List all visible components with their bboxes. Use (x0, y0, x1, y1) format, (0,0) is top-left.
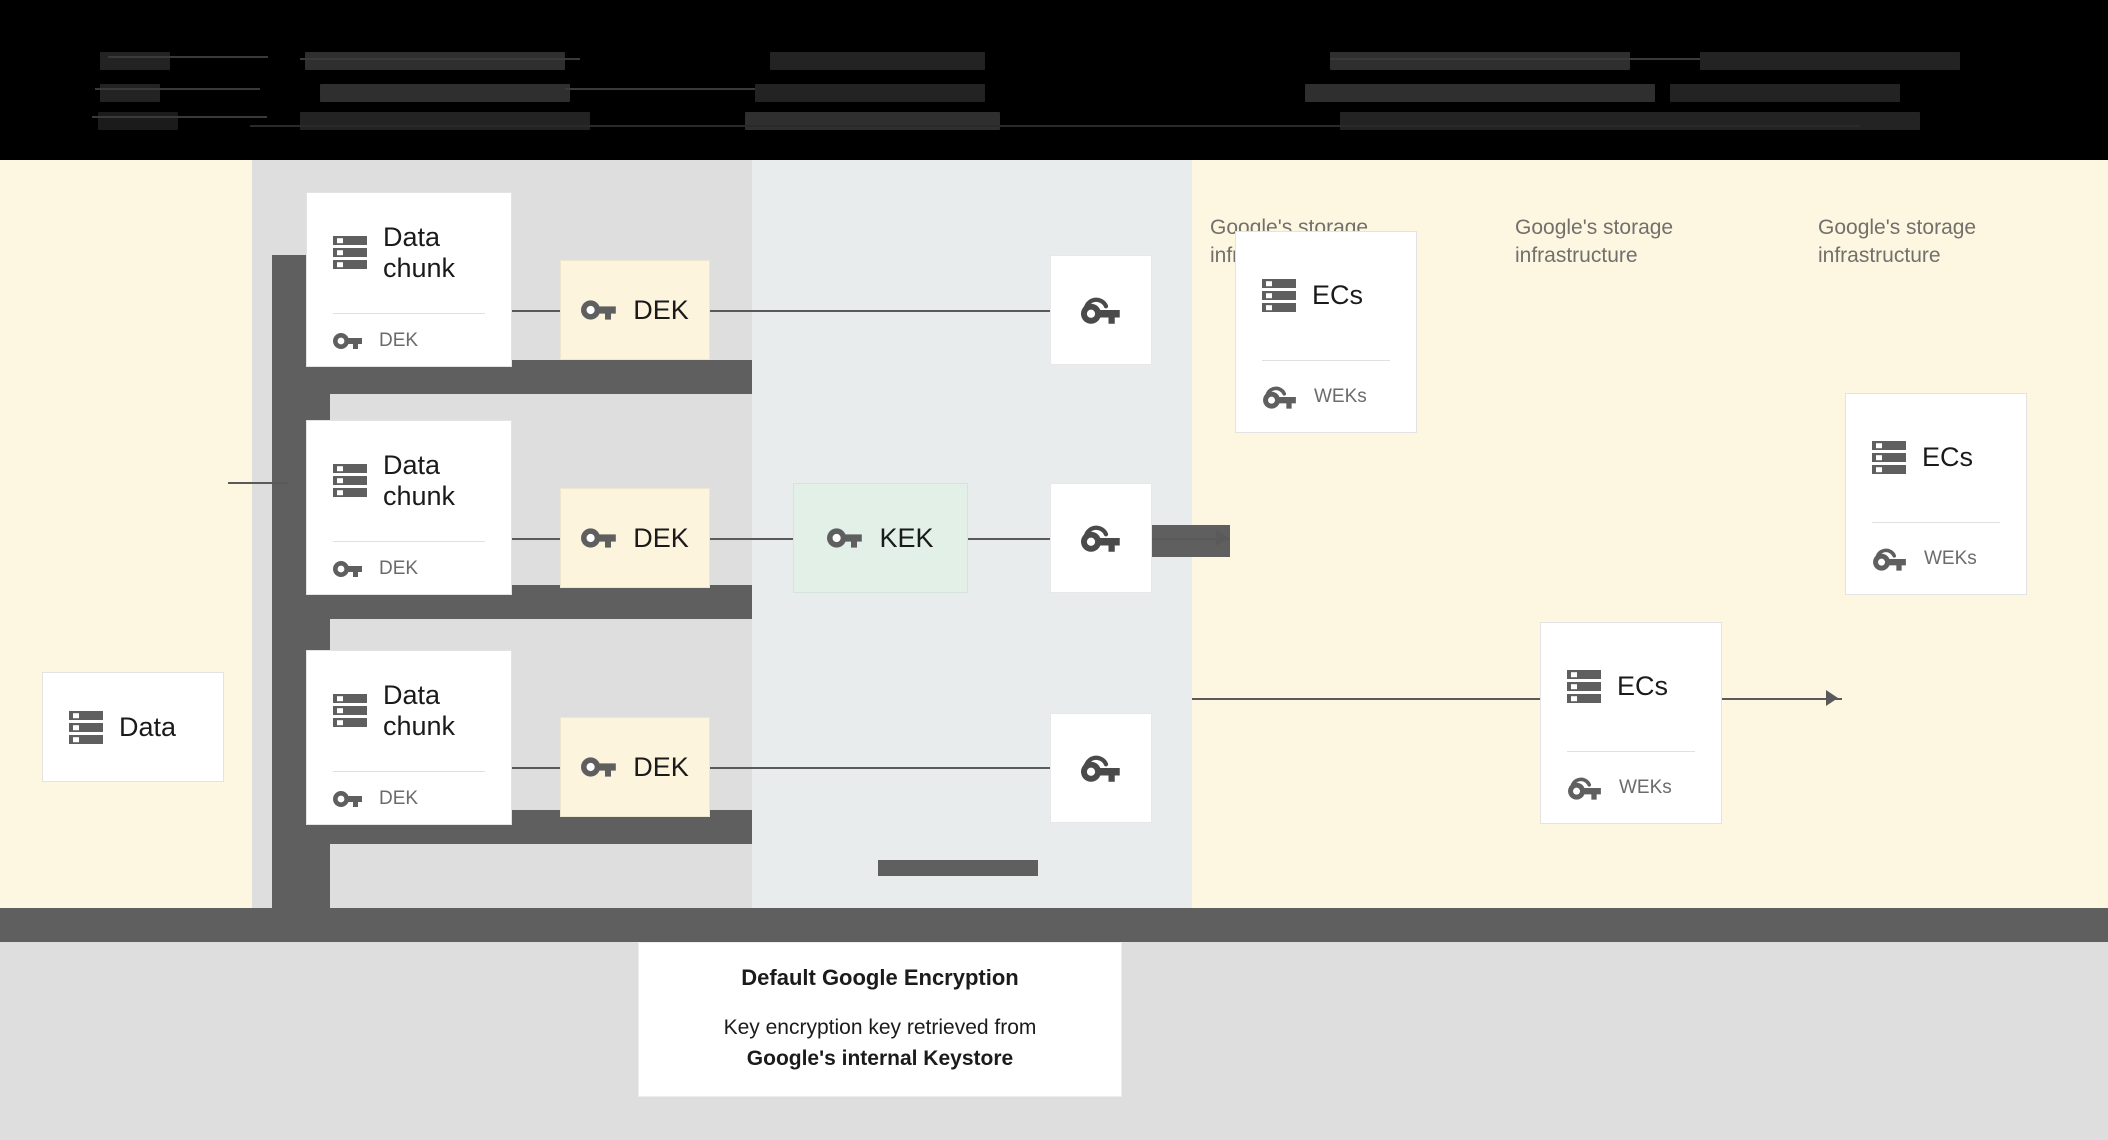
wrapped-key-icon (1262, 384, 1298, 410)
storage-icon (333, 463, 367, 499)
storage-icon (333, 235, 367, 271)
card-ecs-title: ECs (1617, 671, 1669, 702)
storage-icon (1567, 669, 1601, 705)
card-ecs-3[interactable]: ECs WEKs (1540, 622, 1722, 824)
connector-chunk2-to-dek2 (512, 538, 560, 540)
key-icon (581, 756, 617, 778)
key-icon (581, 527, 617, 549)
chip-dek-2[interactable]: DEK (560, 488, 710, 588)
wrapped-key-icon (1872, 546, 1908, 572)
keybox-wek-3[interactable] (1050, 713, 1152, 823)
chip-dek-1[interactable]: DEK (560, 260, 710, 360)
storage-icon (1872, 440, 1906, 476)
chip-dek-3[interactable]: DEK (560, 717, 710, 817)
keybox-wek-1[interactable] (1050, 255, 1152, 365)
card-ecs-weks-label: WEKs (1619, 777, 1672, 798)
connector-chunk1-to-dek1 (512, 310, 560, 312)
connector-wek2-to-ec2 (1192, 698, 1842, 700)
connector-data-to-chunks (228, 482, 288, 484)
key-icon (827, 527, 863, 549)
connector-kek-to-wek (968, 538, 1050, 540)
connector-chunk3-to-dek3 (512, 767, 560, 769)
card-ecs-weks-label: WEKs (1924, 548, 1977, 569)
card-divider (333, 771, 485, 772)
card-divider (333, 541, 485, 542)
legend-card: Default Google Encryption Key encryption… (638, 942, 1122, 1097)
card-ecs-1[interactable]: ECs WEKs (1235, 231, 1417, 433)
connector-dek1-to-wek1 (710, 310, 1050, 312)
card-chunk-dek-label: DEK (379, 330, 419, 351)
bottom-divider-band (0, 908, 2108, 942)
key-icon (581, 299, 617, 321)
card-ecs-title: ECs (1922, 442, 1974, 473)
chip-dek-label: DEK (633, 522, 689, 553)
kek-bottom-tab (878, 860, 1038, 876)
wrapped-key-icon (1567, 775, 1603, 801)
key-icon (333, 790, 363, 808)
storage-icon (69, 710, 103, 746)
card-ecs-weks-label: WEKs (1314, 386, 1367, 407)
chip-dek-label: DEK (633, 294, 689, 325)
card-data[interactable]: Data (42, 672, 224, 782)
card-divider (333, 313, 485, 314)
chip-dek-label: DEK (633, 751, 689, 782)
key-icon (333, 332, 363, 350)
connector-wek1-to-ec1 (1150, 538, 1230, 540)
keybox-wek-2[interactable] (1050, 483, 1152, 593)
card-chunk-dek-label: DEK (379, 788, 419, 809)
arrowhead-ec2 (1826, 690, 1838, 706)
arrowhead-ec1 (1216, 530, 1228, 546)
legend-body-line1: Key encryption key retrieved from (723, 1016, 1037, 1040)
legend-body-line2: Google's internal Keystore (746, 1046, 1014, 1070)
card-ecs-2[interactable]: ECs WEKs (1845, 393, 2027, 595)
card-divider (1262, 360, 1390, 361)
storage-icon (333, 693, 367, 729)
legend-body: Key encryption key retrieved from Google… (724, 1013, 1037, 1074)
header-banner (0, 0, 2108, 160)
card-ecs-title: ECs (1312, 280, 1364, 311)
connector-dek3-to-wek3 (710, 767, 1050, 769)
wrapped-key-icon (1079, 295, 1123, 325)
storage-icon (1262, 278, 1296, 314)
chip-kek-label: KEK (879, 522, 934, 553)
card-divider (1872, 522, 2000, 523)
chip-kek[interactable]: KEK (793, 483, 968, 593)
card-divider (1567, 751, 1695, 752)
wrapped-key-icon (1079, 523, 1123, 553)
card-data-title: Data (119, 712, 177, 743)
key-icon (333, 560, 363, 578)
card-chunk-dek-label: DEK (379, 558, 419, 579)
wrapped-key-icon (1079, 753, 1123, 783)
legend-title: Default Google Encryption (741, 965, 1019, 991)
